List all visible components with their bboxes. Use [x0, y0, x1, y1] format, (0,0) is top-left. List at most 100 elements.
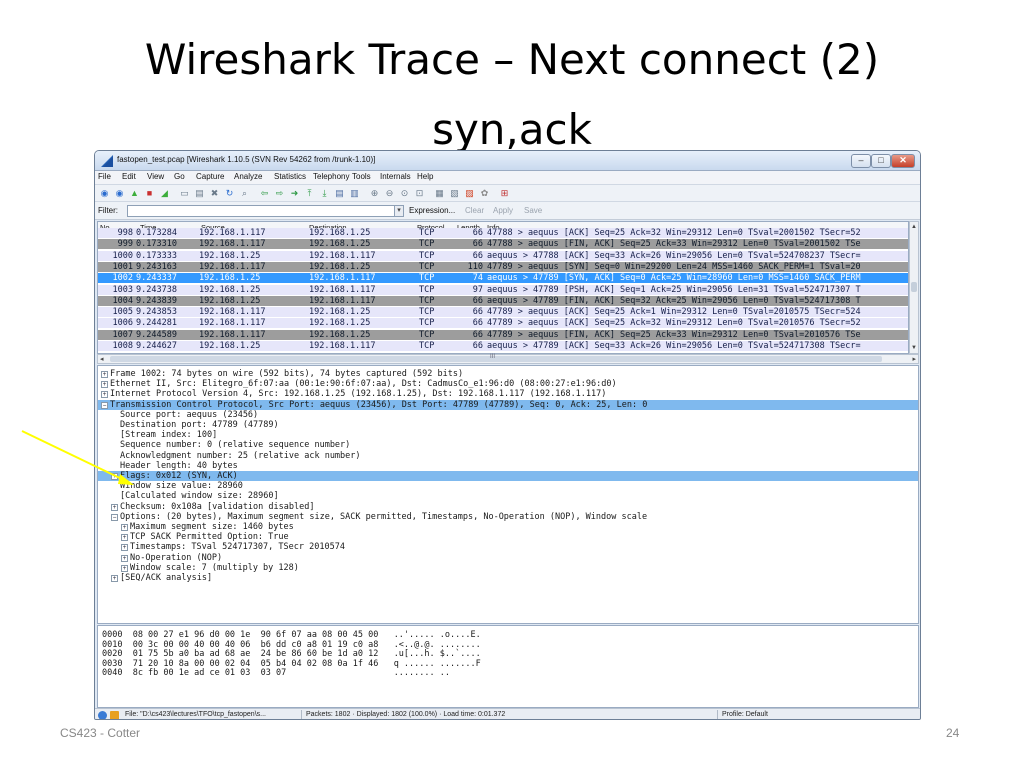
menu-tools[interactable]: Tools: [352, 172, 371, 181]
options-icon[interactable]: ◉: [115, 188, 124, 198]
detail-tree-item[interactable]: Source port: aequus (23456): [98, 410, 918, 420]
col-header-protocol[interactable]: Protocol: [417, 223, 445, 232]
detail-tree-item[interactable]: +No-Operation (NOP): [98, 553, 918, 563]
back-icon[interactable]: ⇦: [260, 188, 269, 198]
detail-tree-item[interactable]: +Timestamps: TSval 524717307, TSecr 2010…: [98, 542, 918, 552]
expand-icon[interactable]: +: [101, 381, 108, 389]
save-filter-button[interactable]: Save: [524, 206, 543, 215]
detail-tree-item[interactable]: Destination port: 47789 (47789): [98, 420, 918, 430]
colorize-icon[interactable]: ▤: [335, 188, 344, 198]
menu-file[interactable]: File: [98, 172, 111, 181]
detail-tree-item[interactable]: −Options: (20 bytes), Maximum segment si…: [98, 512, 918, 522]
col-header-length[interactable]: Length: [457, 223, 480, 232]
scroll-thumb[interactable]: [911, 282, 917, 292]
detail-tree-item[interactable]: +Ethernet II, Src: Elitegro_6f:07:aa (00…: [98, 379, 918, 389]
open-icon[interactable]: ▭: [180, 188, 189, 198]
expand-icon[interactable]: +: [121, 534, 128, 542]
zoom-normal-icon[interactable]: ⊙: [400, 188, 409, 198]
menu-analyze[interactable]: Analyze: [234, 172, 263, 181]
start-capture-icon[interactable]: ▲: [130, 188, 139, 198]
goto-icon[interactable]: ➜: [290, 188, 299, 198]
col-header-no[interactable]: No.: [100, 223, 112, 232]
detail-tree-item[interactable]: +Checksum: 0x108a [validation disabled]: [98, 502, 918, 512]
col-header-time[interactable]: Time: [140, 223, 156, 232]
restart-capture-icon[interactable]: ◢: [161, 188, 168, 198]
packet-details-pane[interactable]: +Frame 1002: 74 bytes on wire (592 bits)…: [97, 365, 919, 624]
help-icon[interactable]: ⊞: [500, 188, 509, 198]
capture-filters-icon[interactable]: ▦: [435, 188, 444, 198]
expand-icon[interactable]: +: [111, 503, 118, 511]
clear-button[interactable]: Clear: [465, 206, 485, 215]
expert-info-icon[interactable]: [98, 711, 107, 719]
scroll-up-icon[interactable]: ▲: [911, 224, 917, 230]
save-icon[interactable]: ▤: [195, 188, 204, 198]
zoom-in-icon[interactable]: ⊕: [370, 188, 379, 198]
detail-tree-item[interactable]: +Frame 1002: 74 bytes on wire (592 bits)…: [98, 369, 918, 379]
collapse-icon[interactable]: −: [101, 401, 108, 409]
detail-tree-item[interactable]: +Window scale: 7 (multiply by 128): [98, 563, 918, 573]
close-file-icon[interactable]: ✖: [210, 188, 219, 198]
maximize-button[interactable]: □: [871, 154, 891, 168]
expand-icon[interactable]: +: [101, 391, 108, 399]
autoscroll-icon[interactable]: ▥: [350, 188, 359, 198]
detail-tree-item[interactable]: Acknowledgment number: 25 (relative ack …: [98, 451, 918, 461]
detail-tree-item[interactable]: [Stream index: 100]: [98, 430, 918, 440]
expand-icon[interactable]: +: [121, 554, 128, 562]
first-packet-icon[interactable]: ⤒: [307, 188, 312, 198]
apply-button[interactable]: Apply: [493, 206, 514, 215]
last-packet-icon[interactable]: ⤓: [322, 188, 327, 198]
detail-tree-item[interactable]: −Transmission Control Protocol, Src Port…: [98, 399, 918, 410]
forward-icon[interactable]: ⇨: [275, 188, 284, 198]
interfaces-icon[interactable]: ◉: [100, 188, 109, 198]
detail-tree-item[interactable]: +TCP SACK Permitted Option: True: [98, 532, 918, 542]
menu-telephony[interactable]: Telephony: [313, 172, 350, 181]
col-header-info[interactable]: Info: [487, 223, 500, 232]
detail-tree-item[interactable]: +Maximum segment size: 1460 bytes: [98, 522, 918, 532]
menu-edit[interactable]: Edit: [122, 172, 136, 181]
expand-icon[interactable]: +: [121, 524, 128, 531]
coloring-rules-icon[interactable]: ▨: [465, 188, 474, 198]
hscroll-thumb[interactable]: III: [110, 354, 882, 362]
menu-go[interactable]: Go: [174, 172, 185, 181]
expand-icon[interactable]: +: [111, 575, 118, 582]
window-titlebar[interactable]: fastopen_test.pcap [Wireshark 1.10.5 (SV…: [95, 151, 920, 171]
collapse-icon[interactable]: −: [111, 513, 118, 521]
detail-tree-item[interactable]: +[SEQ/ACK analysis]: [98, 573, 918, 583]
packet-bytes-pane[interactable]: 0000 08 00 27 e1 96 d0 00 1e 90 6f 07 aa…: [97, 625, 919, 708]
menu-help[interactable]: Help: [417, 172, 434, 181]
detail-tree-item[interactable]: Header length: 40 bytes: [98, 461, 918, 471]
menu-internals[interactable]: Internals: [380, 172, 411, 181]
zoom-out-icon[interactable]: ⊖: [385, 188, 394, 198]
packet-list-hscrollbar[interactable]: III ◂ ▸: [97, 354, 919, 364]
detail-tree-item[interactable]: Window size value: 28960: [98, 481, 918, 491]
menu-statistics[interactable]: Statistics: [274, 172, 307, 181]
preferences-icon[interactable]: ✿: [480, 188, 489, 198]
scroll-down-icon[interactable]: ▼: [911, 345, 917, 351]
scroll-right-icon[interactable]: ▸: [912, 356, 916, 363]
filter-history-dropdown[interactable]: ▾: [394, 205, 404, 217]
menu-capture[interactable]: Capture: [196, 172, 225, 181]
packet-list-vscrollbar[interactable]: ▲ ▼: [909, 221, 919, 354]
col-header-source[interactable]: Source: [201, 223, 225, 232]
detail-tree-item[interactable]: [Calculated window size: 28960]: [98, 491, 918, 501]
reload-icon[interactable]: ↻: [225, 188, 234, 198]
detail-tree-item[interactable]: Sequence number: 0 (relative sequence nu…: [98, 440, 918, 450]
capture-comment-icon[interactable]: [110, 711, 119, 719]
packet-list[interactable]: No. Time Source Destination Protocol Len…: [97, 221, 909, 354]
status-profile[interactable]: Profile: Default: [722, 711, 768, 718]
detail-tree-item[interactable]: +Internet Protocol Version 4, Src: 192.1…: [98, 389, 918, 399]
scroll-left-icon[interactable]: ◂: [100, 356, 104, 363]
expand-icon[interactable]: +: [101, 371, 108, 378]
stop-capture-icon[interactable]: ■: [146, 188, 153, 198]
close-button[interactable]: ✕: [891, 154, 915, 168]
minimize-button[interactable]: –: [851, 154, 871, 168]
